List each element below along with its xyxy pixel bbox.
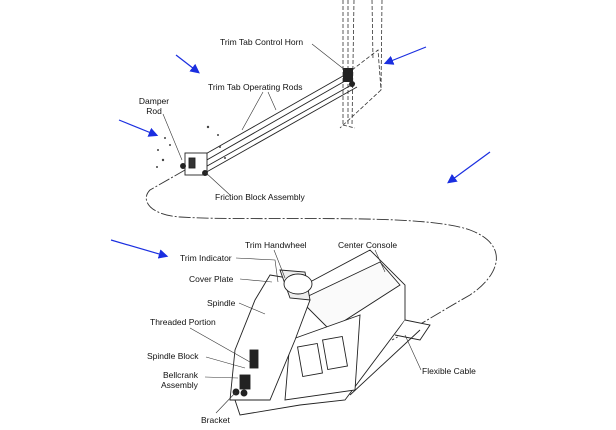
label-operating-rods: Trim Tab Operating Rods bbox=[208, 82, 303, 92]
operating-rods bbox=[194, 71, 358, 175]
label-spindle-block: Spindle Block bbox=[147, 351, 199, 361]
label-cover-plate: Cover Plate bbox=[189, 274, 234, 284]
label-flexible-cable: Flexible Cable bbox=[422, 366, 476, 376]
pointer-arrow bbox=[175, 54, 200, 74]
leader-lines bbox=[162, 43, 422, 414]
trim-pedestal bbox=[229, 269, 313, 401]
pointer-arrow bbox=[447, 151, 491, 184]
flexible-cable-line bbox=[145, 169, 497, 341]
label-trim-indicator: Trim Indicator bbox=[180, 253, 232, 263]
label-rod: Rod bbox=[146, 106, 162, 116]
label-trim-handwheel: Trim Handwheel bbox=[245, 240, 307, 250]
label-assembly: Assembly bbox=[161, 380, 198, 390]
label-center-console: Center Console bbox=[338, 240, 398, 250]
label-bellcrank: Bellcrank bbox=[163, 370, 198, 380]
trim-handwheel bbox=[283, 273, 313, 295]
pointer-arrow bbox=[110, 239, 169, 259]
label-bracket: Bracket bbox=[201, 415, 230, 425]
label-spindle: Spindle bbox=[207, 298, 236, 308]
label-damper: Damper bbox=[138, 96, 170, 106]
damper-parts bbox=[156, 125, 226, 168]
friction-block bbox=[180, 152, 208, 176]
pointer-arrow bbox=[383, 46, 427, 65]
pointer-arrow bbox=[118, 119, 159, 137]
label-friction-block: Friction Block Assembly bbox=[215, 192, 305, 202]
trim-tab-surface bbox=[339, 0, 383, 129]
label-threaded-portion: Threaded Portion bbox=[150, 317, 216, 327]
label-control-horn: Trim Tab Control Horn bbox=[220, 37, 304, 47]
